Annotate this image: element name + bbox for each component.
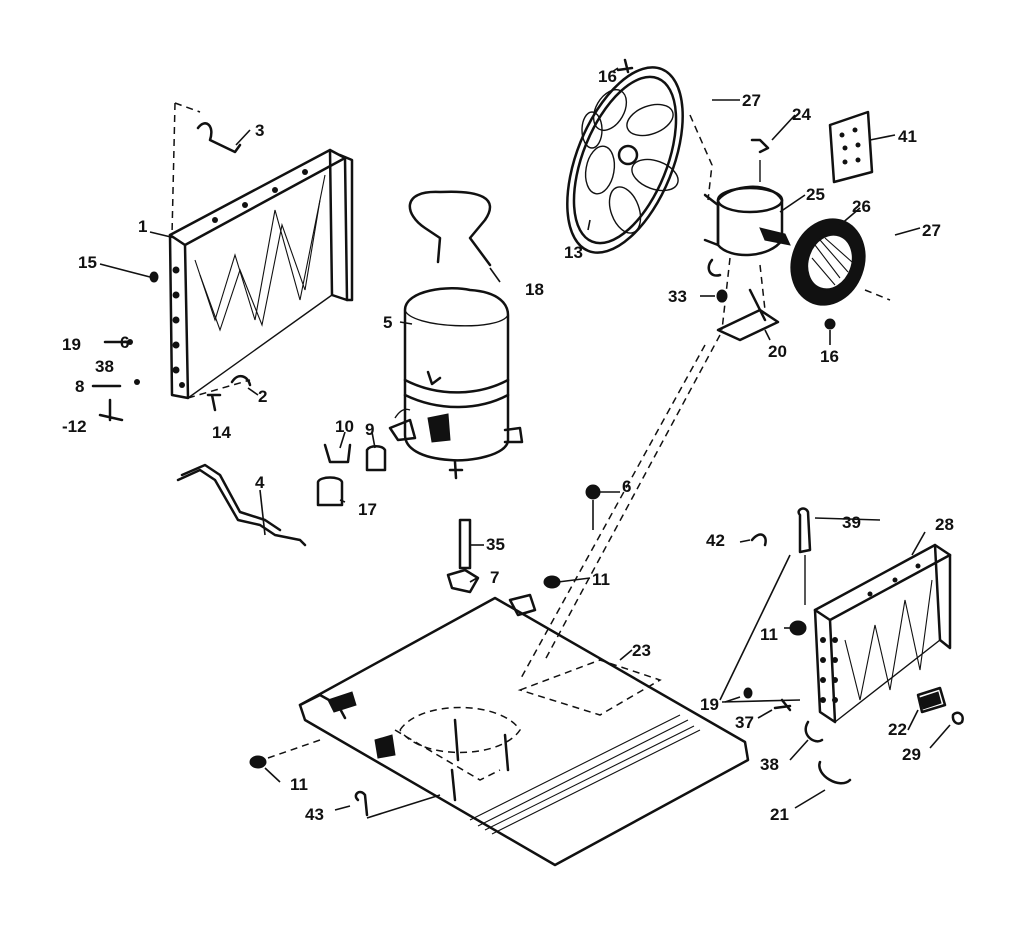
callout-13: 13	[564, 243, 583, 262]
callout-38-right: 38	[760, 755, 779, 774]
callout-37: 37	[735, 713, 754, 732]
evaporator-coil	[168, 102, 354, 400]
callout-25: 25	[806, 185, 825, 204]
callout-26: 26	[852, 197, 871, 216]
callout-43: 43	[305, 805, 324, 824]
base-pan	[298, 334, 750, 867]
callout-29: 29	[902, 745, 921, 764]
callout-16-top: 16	[598, 67, 617, 86]
callout-1: 1	[138, 217, 147, 236]
callout-6: 6	[622, 477, 631, 496]
callout-15: 15	[78, 253, 97, 272]
callout-10: 10	[335, 417, 354, 436]
callout-5: 5	[383, 313, 392, 332]
callout-16-bottom: 16	[820, 347, 839, 366]
callout-28: 28	[935, 515, 954, 534]
callout-17: 17	[358, 500, 377, 519]
callout-2: 2	[258, 387, 267, 406]
callout-23: 23	[632, 641, 651, 660]
callout-19-right: 19	[700, 695, 719, 714]
callout-12: -12	[62, 417, 87, 436]
control-panel	[828, 110, 874, 184]
callout-39: 39	[842, 513, 861, 532]
callout-41: 41	[898, 127, 917, 146]
callout-7: 7	[490, 568, 499, 587]
callout-27-top: 27	[742, 91, 761, 110]
evap-hardware	[91, 122, 307, 547]
callout-19-left: 19	[62, 335, 81, 354]
callout-22: 22	[888, 720, 907, 739]
base-hardware	[249, 739, 441, 819]
condenser-hardware	[719, 507, 964, 785]
callout-38-left: 38	[95, 357, 114, 376]
condenser-coil	[813, 543, 952, 724]
blower-wheel	[790, 218, 891, 330]
callout-27-right: 27	[922, 221, 941, 240]
compressor	[388, 190, 524, 480]
callout-11-right: 11	[760, 625, 778, 644]
callout-18: 18	[525, 280, 544, 299]
callout-3: 3	[255, 121, 264, 140]
callout-6-left: 6	[120, 333, 129, 352]
callout-14: 14	[212, 423, 231, 442]
callout-24: 24	[792, 105, 811, 124]
fan-shroud	[566, 58, 713, 254]
callout-42: 42	[706, 531, 725, 550]
callout-33: 33	[668, 287, 687, 306]
callout-9: 9	[365, 420, 374, 439]
callout-20: 20	[768, 342, 787, 361]
callout-11-left: 11	[290, 775, 308, 794]
callout-4: 4	[255, 473, 265, 492]
callout-8: 8	[75, 377, 84, 396]
callout-35: 35	[486, 535, 505, 554]
callout-21: 21	[770, 805, 789, 824]
fan-motor	[703, 138, 791, 342]
compressor-hardware	[316, 443, 601, 594]
callout-labels: 1 2 3 4 5 6 6 7 8 9 10 11 11 11 -12 13 1…	[62, 67, 954, 824]
leader-lines	[99, 67, 951, 811]
callout-11-center: 11	[592, 570, 610, 589]
